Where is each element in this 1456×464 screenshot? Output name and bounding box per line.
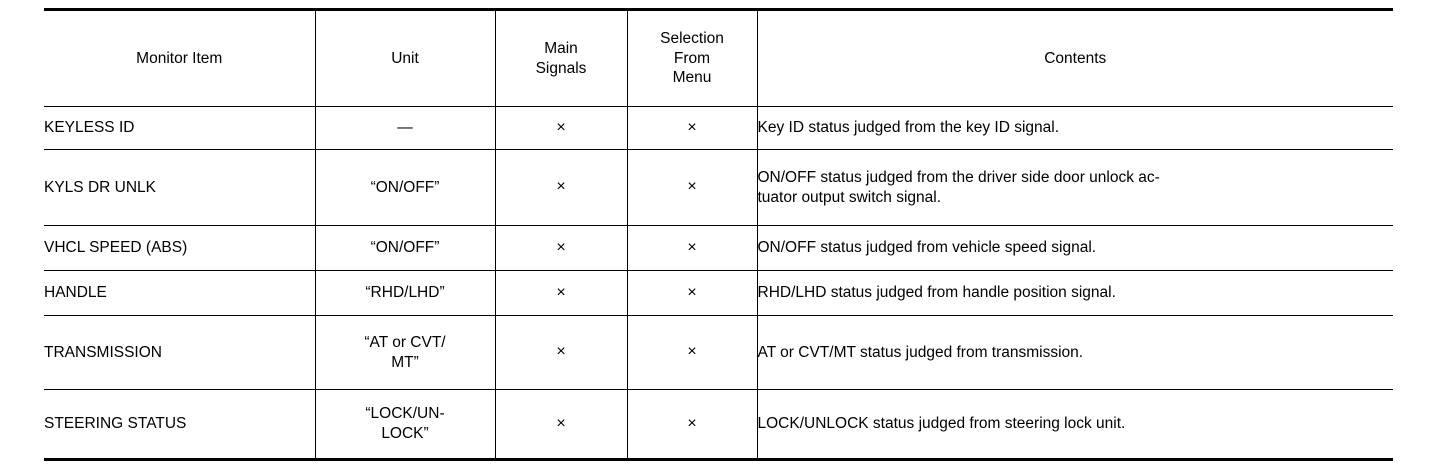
cell-unit: “RHD/LHD” <box>314 270 496 316</box>
cell-main-signals: × <box>495 149 627 226</box>
column-header-main-signals: Main Signals <box>495 8 627 107</box>
table-row: KYLS DR UNLK “ON/OFF” × × ON/OFF status … <box>44 149 1393 226</box>
cell-contents: LOCK/UNLOCK status judged from steering … <box>757 389 1393 461</box>
cell-selection-from-menu: × <box>626 149 758 226</box>
cell-monitor-item: STEERING STATUS <box>44 389 315 461</box>
table-body: KEYLESS ID — × × Key ID status judged fr… <box>44 106 1393 461</box>
table-row: STEERING STATUS “LOCK/UN- LOCK” × × LOCK… <box>44 389 1393 461</box>
cell-main-signals: × <box>495 270 627 316</box>
table-row: VHCL SPEED (ABS) “ON/OFF” × × ON/OFF sta… <box>44 225 1393 271</box>
cell-main-signals: × <box>495 225 627 271</box>
cell-selection-from-menu: × <box>626 225 758 271</box>
cell-main-signals: × <box>495 389 627 461</box>
cell-monitor-item: VHCL SPEED (ABS) <box>44 225 315 271</box>
table-row: TRANSMISSION “AT or CVT/ MT” × × AT or C… <box>44 315 1393 390</box>
cell-main-signals: × <box>495 315 627 390</box>
column-header-monitor-item: Monitor Item <box>44 8 315 107</box>
table-row: KEYLESS ID — × × Key ID status judged fr… <box>44 106 1393 150</box>
table-row: HANDLE “RHD/LHD” × × RHD/LHD status judg… <box>44 270 1393 316</box>
cell-unit: “ON/OFF” <box>314 149 496 226</box>
cell-selection-from-menu: × <box>626 315 758 390</box>
cell-contents: RHD/LHD status judged from handle positi… <box>757 270 1393 316</box>
cell-unit: “LOCK/UN- LOCK” <box>314 389 496 461</box>
column-header-selection-from-menu: Selection From Menu <box>626 8 758 107</box>
cell-selection-from-menu: × <box>626 389 758 461</box>
column-header-contents: Contents <box>757 8 1393 107</box>
monitor-item-table: Monitor Item Unit Main Signals Selection… <box>44 8 1393 461</box>
cell-contents: Key ID status judged from the key ID sig… <box>757 106 1393 150</box>
cell-unit: “ON/OFF” <box>314 225 496 271</box>
cell-selection-from-menu: × <box>626 270 758 316</box>
cell-unit: — <box>314 106 496 150</box>
cell-contents: ON/OFF status judged from vehicle speed … <box>757 225 1393 271</box>
cell-monitor-item: KEYLESS ID <box>44 106 315 150</box>
cell-monitor-item: KYLS DR UNLK <box>44 149 315 226</box>
table-header: Monitor Item Unit Main Signals Selection… <box>44 8 1393 107</box>
cell-unit: “AT or CVT/ MT” <box>314 315 496 390</box>
cell-monitor-item: HANDLE <box>44 270 315 316</box>
header-row: Monitor Item Unit Main Signals Selection… <box>44 8 1393 107</box>
column-header-unit: Unit <box>314 8 496 107</box>
cell-selection-from-menu: × <box>626 106 758 150</box>
cell-contents: AT or CVT/MT status judged from transmis… <box>757 315 1393 390</box>
cell-main-signals: × <box>495 106 627 150</box>
cell-monitor-item: TRANSMISSION <box>44 315 315 390</box>
cell-contents: ON/OFF status judged from the driver sid… <box>757 149 1393 226</box>
